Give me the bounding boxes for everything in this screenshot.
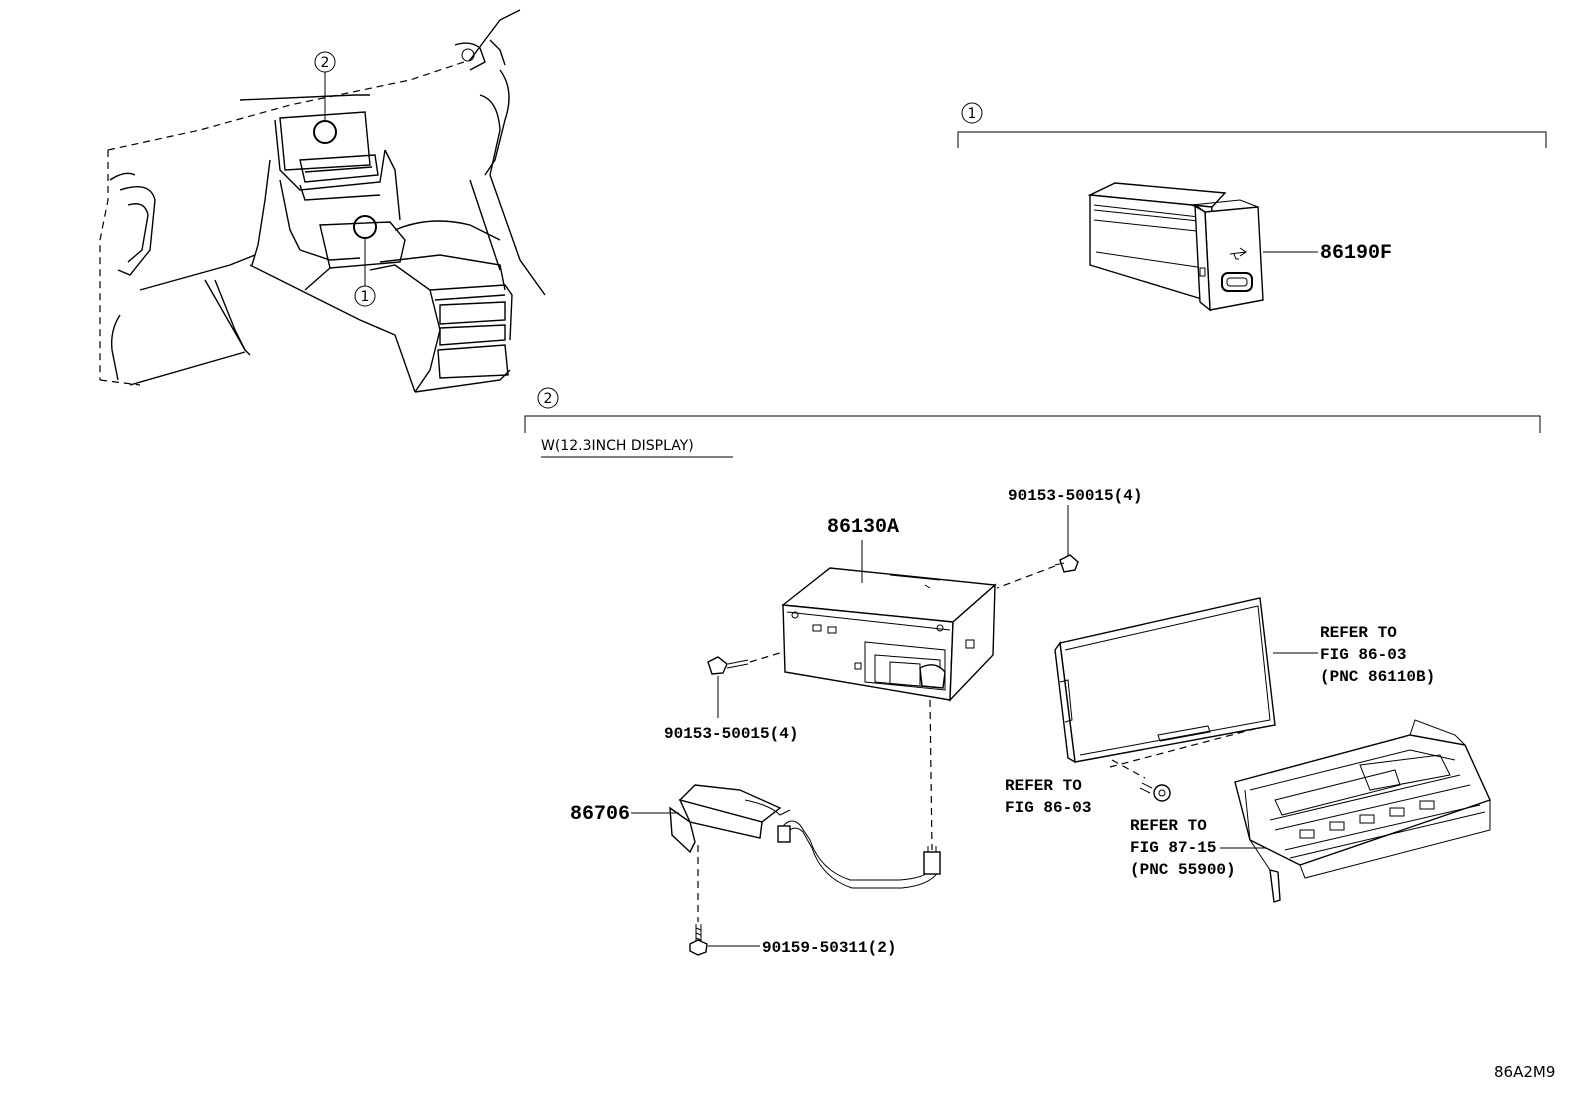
callout-circle-1 <box>354 285 376 307</box>
callout-circle-2 <box>314 51 336 73</box>
part-label-86190F: 86190F <box>1320 242 1392 265</box>
usb-port-drawing <box>1087 182 1264 312</box>
display-ref-line-3: (PNC 86110B) <box>1320 668 1435 686</box>
bolt-ref-line-2: FIG 86-03 <box>1005 799 1091 817</box>
section-1-bracket <box>957 131 1547 148</box>
section-1-group: 1 86190F <box>957 102 1547 312</box>
panel-ref-line-2: FIG 87-15 <box>1130 839 1216 857</box>
bolt-right-drawing <box>1054 548 1079 573</box>
display-panel-drawing <box>1054 597 1276 764</box>
usb-symbol-icon <box>1229 247 1247 260</box>
part-label-screw-bottom: 90159-50311(2) <box>762 939 896 957</box>
location-marker-1 <box>353 215 377 239</box>
part-label-86706: 86706 <box>570 803 630 826</box>
bracket-and-cable-drawing <box>669 784 941 889</box>
display-ref-line-2: FIG 86-03 <box>1320 646 1406 664</box>
part-label-bolt-left: 90153-50015(4) <box>664 725 798 743</box>
bolt-left-drawing <box>707 656 749 675</box>
screw-bottom-drawing <box>689 924 708 956</box>
section-circle-2 <box>537 387 559 409</box>
condition-note: W(12.3INCH DISPLAY) <box>541 438 694 454</box>
part-label-bolt-right: 90153-50015(4) <box>1008 487 1142 505</box>
section-2-bracket <box>524 415 1541 433</box>
section-number-2: 2 <box>544 391 553 407</box>
section-circle-1 <box>961 102 983 124</box>
control-panel-drawing <box>1234 719 1491 903</box>
callout-number-1: 1 <box>361 289 370 305</box>
section-number-1: 1 <box>968 106 977 122</box>
location-marker-2 <box>313 120 337 144</box>
section-2-group: 2 W(12.3INCH DISPLAY) <box>524 387 1541 458</box>
panel-ref-line-3: (PNC 55900) <box>1130 861 1236 879</box>
usb-socket-icon <box>1221 272 1253 292</box>
vehicle-interior-locator: 2 1 <box>99 9 546 393</box>
display-ref-line-1: REFER TO <box>1320 624 1397 642</box>
illustration-id: 86A2M9 <box>1494 1063 1555 1081</box>
display-bolt-drawing <box>1139 782 1171 802</box>
part-label-86130A: 86130A <box>827 516 899 539</box>
callout-number-2: 2 <box>321 55 330 71</box>
bolt-ref-line-1: REFER TO <box>1005 777 1082 795</box>
receiver-unit-drawing <box>781 567 997 702</box>
panel-ref-line-1: REFER TO <box>1130 817 1207 835</box>
